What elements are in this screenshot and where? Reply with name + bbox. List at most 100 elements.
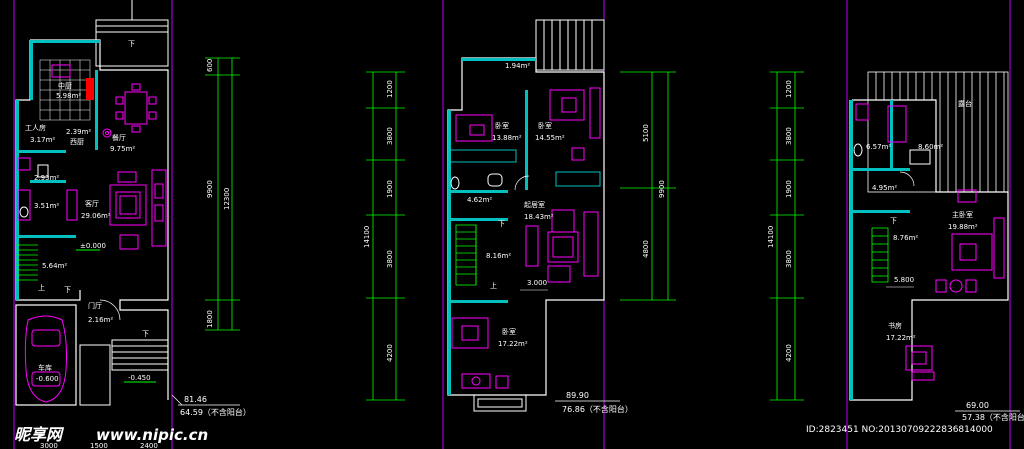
- kitchen-tiles: [39, 59, 91, 121]
- bed1-furniture: [449, 114, 517, 163]
- dim3-4200: 4200: [785, 344, 793, 362]
- bath3-2-area: 8.60m²: [918, 143, 943, 151]
- dim2-4200: 4200: [386, 344, 394, 362]
- plan1-leader: [171, 394, 183, 406]
- stair3-down: 下: [890, 217, 897, 225]
- level-zero: ±0.000: [80, 242, 106, 250]
- study-furniture: [905, 345, 935, 381]
- study-label: 书房: [888, 321, 902, 330]
- dining-table-set: [115, 83, 157, 133]
- foyer-door-swing: [99, 299, 121, 321]
- kitchen-sink: [51, 64, 71, 78]
- bath-area: 4.62m²: [467, 196, 492, 204]
- stairs-second: [455, 224, 477, 286]
- dimension-chain-plan2-right: [620, 71, 676, 301]
- kitchen-area: 5.98m²: [56, 92, 81, 100]
- bed2-area: 14.55m²: [535, 134, 565, 142]
- dim-600: 600: [206, 59, 214, 72]
- dimension-chain-plan3-left: [770, 71, 804, 401]
- exterior-walls-3: [849, 99, 1009, 401]
- plan3-area-net: 57.38（不含阳台）: [962, 412, 1024, 422]
- bath-fixtures-3: [853, 103, 931, 165]
- car-outline: [24, 315, 67, 403]
- hall-area: 8.76m²: [893, 234, 918, 242]
- entry-steps-bottom: [79, 339, 169, 406]
- down-label-bottom: 下: [142, 330, 149, 338]
- west-kitchen-area: 2.39m²: [66, 128, 91, 136]
- dim-9900: 9900: [206, 180, 214, 198]
- plant-pot: [102, 128, 112, 138]
- bath1-area: 2.93m²: [34, 174, 59, 182]
- bed3-label: 卧室: [502, 327, 516, 336]
- dim2r-5100: 5100: [642, 124, 650, 142]
- watermark: 昵享网 www.nipic.cn ID:2823451 NO:201307092…: [14, 425, 993, 444]
- watermark-url: www.nipic.cn: [96, 426, 208, 444]
- dim2r-9900: 9900: [658, 180, 666, 198]
- watermark-logo: 昵享网: [14, 425, 65, 444]
- stairs-ground: [16, 244, 38, 281]
- bath-fixtures: [17, 157, 31, 221]
- garage-level: -0.600: [36, 375, 59, 383]
- dim2r-4800: 4800: [642, 240, 650, 258]
- living-label: 客厅: [85, 199, 99, 208]
- dim3-3800b: 3800: [785, 250, 793, 268]
- dim2-1900: 1900: [386, 180, 394, 198]
- bath-fixtures-2: [450, 173, 503, 190]
- bath2-area: 3.51m²: [34, 202, 59, 210]
- bath-door-swing: [514, 175, 530, 191]
- stairs-third: [871, 227, 889, 283]
- watermark-id: ID:2823451 NO:20130709222836814000: [806, 425, 993, 435]
- family-label: 起居室: [524, 200, 545, 209]
- up-label: 上: [38, 283, 45, 292]
- dim2-14100: 14100: [363, 226, 371, 248]
- plan-ground-floor: 下 中厨 5.98m² 工人房: [15, 0, 251, 449]
- dim3-1900: 1900: [785, 180, 793, 198]
- work-room-label: 工人房: [25, 123, 46, 132]
- wall-hatch-2: [448, 58, 536, 395]
- study-area: 17.22m²: [886, 334, 916, 342]
- bed2-furniture: [549, 87, 601, 187]
- plan3-area-total: 69.00: [966, 401, 989, 410]
- dining-label: 餐厅: [112, 133, 126, 142]
- bath3-1-area: 6.57m²: [866, 143, 891, 151]
- dim2-3800: 3800: [386, 127, 394, 145]
- bottom-dim-1: 3000: [40, 442, 58, 449]
- width-5800: 5.800: [894, 276, 914, 284]
- bath-sink: [37, 164, 49, 178]
- stair-area-2: 8.16m²: [486, 252, 511, 260]
- stair-up: 上: [490, 281, 497, 290]
- master-furniture: [935, 189, 1005, 293]
- west-kitchen-label: 西厨: [70, 138, 84, 146]
- work-room-area: 3.17m²: [30, 136, 55, 144]
- plan-second-floor: 1.94m² 卧室 13.88m² 卧室 14.55: [363, 19, 676, 414]
- closet-area: 4.95m²: [872, 184, 897, 192]
- foyer-label: 门厅: [88, 301, 102, 310]
- dim-12300: 12300: [223, 188, 231, 210]
- porch-level: -0.450: [128, 374, 151, 382]
- dimension-chain-plan2-left: [366, 71, 405, 401]
- plan-third-floor: 露台 6.57m² 8.60m² 4.95m²: [767, 71, 1024, 422]
- plan2-area-total: 89.90: [566, 391, 589, 400]
- width-3000: 3.000: [527, 279, 547, 287]
- stair-area: 5.64m²: [42, 262, 67, 270]
- stair-down: 下: [498, 220, 505, 228]
- dimension-chain-plan1: [205, 57, 240, 331]
- down-label: 下: [64, 286, 71, 294]
- bottom-dim-3: 2400: [140, 442, 158, 449]
- dim3-3800: 3800: [785, 127, 793, 145]
- dim2-1200: 1200: [386, 80, 394, 98]
- foyer-area: 2.16m²: [88, 316, 113, 324]
- terrace-label: 露台: [958, 99, 972, 108]
- dim2-3800b: 3800: [386, 250, 394, 268]
- kitchen-label: 中厨: [58, 81, 72, 90]
- dim3-14100: 14100: [767, 226, 775, 248]
- wall-hatch-3: [850, 100, 910, 400]
- dining-area: 9.75m²: [110, 145, 135, 153]
- balcony-top-rails: [535, 19, 605, 71]
- garage-label: 车库: [38, 363, 52, 372]
- exterior-walls-2: [447, 57, 605, 396]
- living-sofa-set: [66, 169, 167, 250]
- bed2-label: 卧室: [538, 121, 552, 130]
